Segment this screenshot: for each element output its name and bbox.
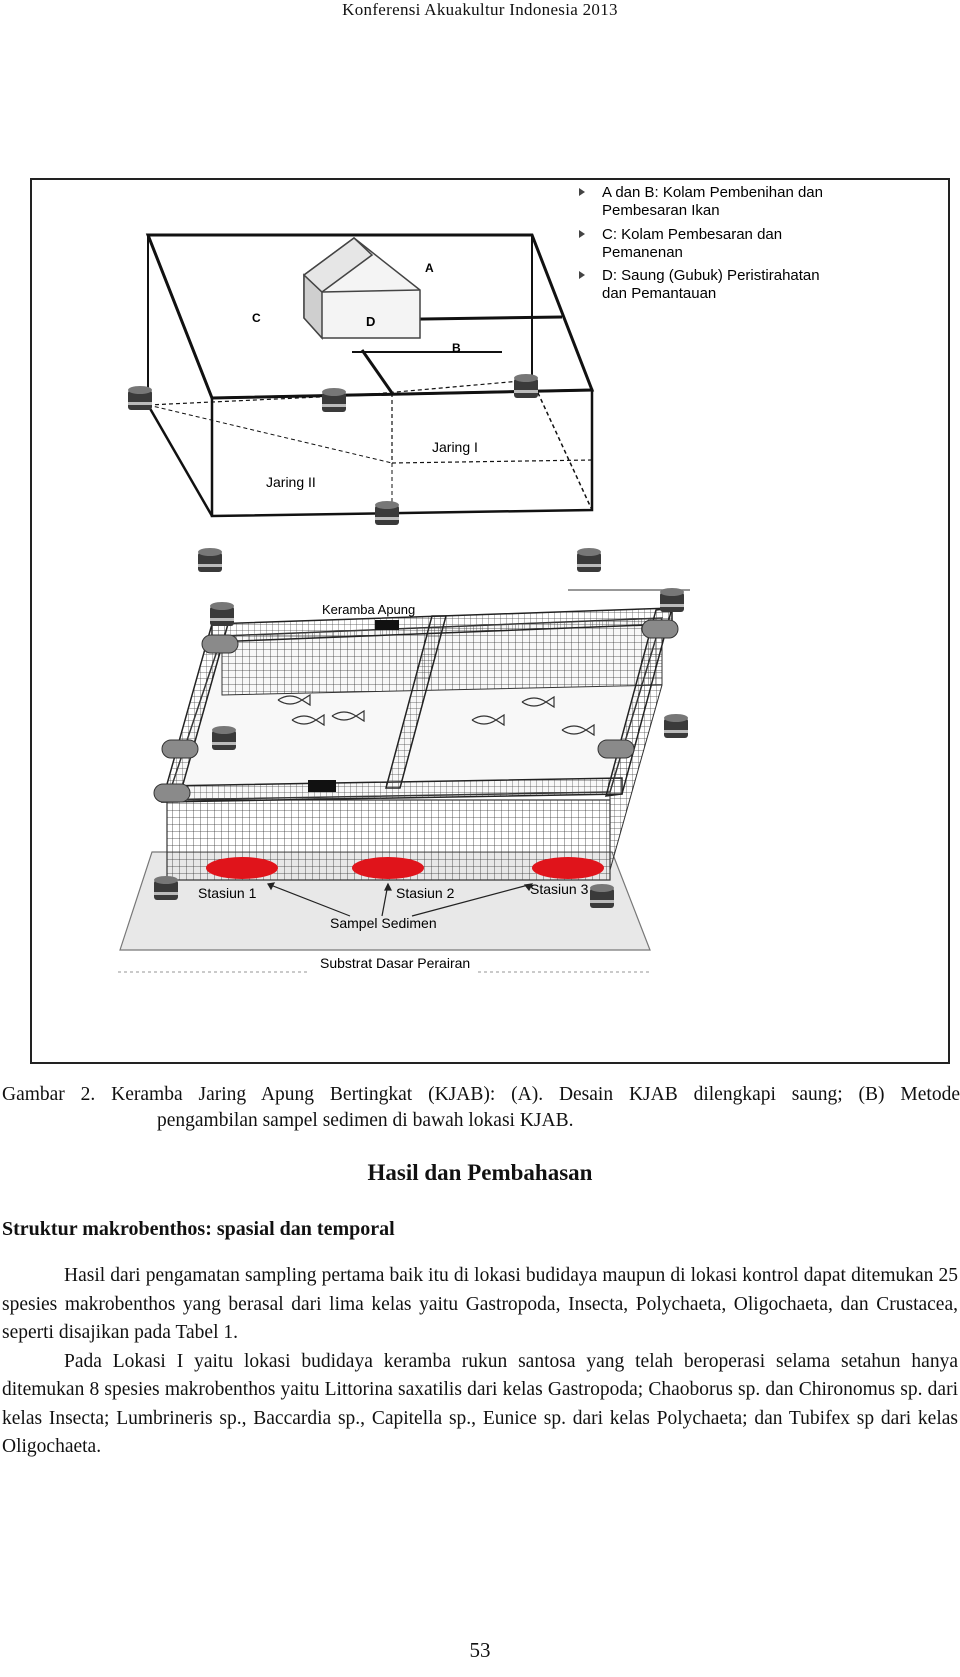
- saung-hut: [302, 237, 421, 340]
- subsection-title: Struktur makrobenthos: spasial dan tempo…: [2, 1218, 395, 1240]
- float-drum: [128, 386, 152, 410]
- float-cylinder: [161, 739, 199, 759]
- fish-icon: [471, 713, 505, 727]
- label-a: A: [425, 261, 434, 275]
- label-substrat: Substrat Dasar Perairan: [320, 955, 470, 971]
- legend-text: dan Pemantauan: [602, 285, 716, 302]
- legend-text: D: Saung (Gubuk) Peristirahatan: [602, 267, 820, 284]
- fish-icon: [277, 693, 311, 707]
- connector-block: [375, 620, 399, 630]
- kjab-sampling-method: Keramba Apung: [118, 588, 688, 973]
- legend-item-d: D: Saung (Gubuk) Peristirahatan dan Pema…: [579, 267, 820, 302]
- legend-text: Pembesaran Ikan: [602, 202, 720, 219]
- paragraph: Hasil dari pengamatan sampling pertama b…: [2, 1265, 958, 1343]
- float-cylinder: [597, 739, 635, 759]
- float-drum: [590, 884, 614, 908]
- legend-text: A dan B: Kolam Pembenihan dan: [602, 184, 823, 201]
- float-drum: [212, 726, 236, 750]
- label-c: C: [252, 311, 261, 325]
- label-jaring-2: Jaring II: [266, 474, 316, 490]
- connector-block: [308, 780, 336, 792]
- legend-text: C: Kolam Pembesaran dan: [602, 226, 782, 243]
- kjab-design-3d: A B C D Jaring I Jaring II: [128, 233, 601, 572]
- label-stasiun-2: Stasiun 2: [396, 885, 455, 901]
- label-keramba-apung: Keramba Apung: [322, 602, 415, 617]
- float-drum: [577, 548, 601, 572]
- bullet-arrow-icon: [579, 230, 585, 238]
- legend-item-c: C: Kolam Pembesaran dan Pemanenan: [579, 226, 782, 261]
- frame-rail: [385, 615, 447, 789]
- caption-line-2: pengambilan sampel sedimen di bawah loka…: [157, 1110, 574, 1131]
- float-drum: [660, 588, 684, 612]
- station-marker-3: [532, 857, 604, 879]
- float-drum: [198, 548, 222, 572]
- float-drum: [514, 374, 538, 398]
- label-stasiun-1: Stasiun 1: [198, 885, 257, 901]
- float-cylinder: [153, 783, 191, 803]
- kjab-diagram: A B C D Jaring I Jaring II A dan B: Kola…: [118, 184, 823, 973]
- fish-icons: [277, 693, 595, 737]
- fish-icon: [291, 713, 325, 727]
- float-drum: [154, 876, 178, 900]
- page-number: 53: [469, 1638, 491, 1662]
- body-text: Hasil dari pengamatan sampling pertama b…: [2, 1262, 958, 1462]
- float-drum: [210, 602, 234, 626]
- station-marker-1: [206, 857, 278, 879]
- bullet-arrow-icon: [579, 271, 585, 279]
- label-sampel-sedimen: Sampel Sedimen: [330, 915, 437, 931]
- running-header: Konferensi Akuakultur Indonesia 2013: [342, 0, 618, 19]
- label-d: D: [366, 314, 375, 329]
- station-marker-2: [352, 857, 424, 879]
- float-cylinder: [201, 634, 239, 654]
- label-stasiun-3: Stasiun 3: [530, 881, 589, 897]
- label-jaring-1: Jaring I: [432, 439, 478, 455]
- figure-legend: A dan B: Kolam Pembenihan dan Pembesaran…: [579, 184, 823, 302]
- legend-item-ab: A dan B: Kolam Pembenihan dan Pembesaran…: [579, 184, 823, 219]
- section-title: Hasil dan Pembahasan: [367, 1160, 593, 1185]
- paragraph: Pada Lokasi I yaitu lokasi budidaya kera…: [2, 1350, 958, 1458]
- legend-text: Pemanenan: [602, 244, 683, 261]
- fish-icon: [521, 695, 555, 709]
- float-cylinder: [641, 619, 679, 639]
- float-drum: [375, 501, 399, 525]
- annotation-arrows: [267, 882, 534, 917]
- figure-caption: Gambar 2. Keramba Jaring Apung Bertingka…: [2, 1082, 960, 1134]
- bullet-arrow-icon: [579, 188, 585, 196]
- float-drum: [322, 388, 346, 412]
- fish-icon: [561, 723, 595, 737]
- caption-line-1: Gambar 2. Keramba Jaring Apung Bertingka…: [2, 1084, 960, 1105]
- float-drum: [664, 714, 688, 738]
- figure-2: A B C D Jaring I Jaring II A dan B: Kola…: [30, 178, 950, 1064]
- floats: [153, 619, 679, 803]
- fish-icon: [331, 709, 365, 723]
- label-b: B: [452, 341, 461, 355]
